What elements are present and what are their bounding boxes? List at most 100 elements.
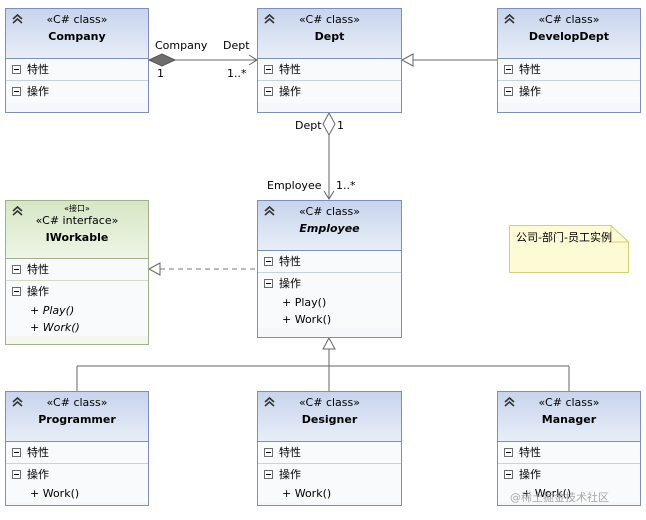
operations-section[interactable]: 操作 + Play() + Work()	[258, 273, 401, 328]
collapse-chevron-icon[interactable]	[263, 396, 276, 408]
realization-employee-iworkable	[147, 262, 257, 276]
operations-section[interactable]: 操作	[6, 81, 148, 103]
class-employee[interactable]: «C# class» Employee 特性 操作 + Play() + Wor…	[257, 200, 402, 338]
minus-icon[interactable]	[504, 65, 513, 74]
class-designer[interactable]: «C# class» Designer 特性 操作 + Work()	[257, 391, 402, 506]
minus-icon[interactable]	[504, 87, 513, 96]
operations-label: 操作	[27, 285, 49, 298]
collapse-chevron-icon[interactable]	[263, 205, 276, 217]
attributes-section[interactable]: 特性	[6, 259, 148, 281]
minus-icon[interactable]	[264, 257, 273, 266]
interface-iworkable[interactable]: «接口» «C# interface» IWorkable 特性 操作 + Pl…	[5, 200, 149, 345]
attributes-label: 特性	[27, 446, 49, 459]
class-name: IWorkable	[45, 231, 109, 244]
stereotype-label: «C# class»	[299, 396, 360, 409]
class-name: Company	[48, 30, 106, 43]
class-header: «C# class» Programmer	[6, 392, 148, 442]
generalization-developdept-dept	[400, 53, 497, 67]
class-developdept[interactable]: «C# class» DevelopDept 特性 操作	[497, 8, 641, 113]
collapse-chevron-icon[interactable]	[503, 396, 516, 408]
class-header: «C# class» Company	[6, 9, 148, 59]
attributes-section[interactable]: 特性	[258, 251, 401, 273]
watermark-text: @稀土掘金技术社区	[510, 491, 609, 504]
class-name: Programmer	[38, 413, 116, 426]
composition-company-dept	[147, 53, 258, 67]
multiplicity-dept-aggregation-label: 1	[337, 119, 344, 132]
stereotype-label: «C# class»	[46, 13, 108, 26]
role-employee-label: Employee	[267, 179, 322, 192]
operations-label: 操作	[279, 85, 301, 98]
aggregation-dept-employee	[322, 111, 336, 200]
attributes-section[interactable]: 特性	[498, 59, 640, 81]
stereotype-label: «C# class»	[538, 13, 600, 26]
operations-section[interactable]: 操作 + Work()	[498, 464, 640, 502]
attributes-label: 特性	[519, 446, 541, 459]
operation-member[interactable]: + Work()	[282, 313, 332, 326]
operations-section[interactable]: 操作 + Work()	[258, 464, 401, 502]
collapse-chevron-icon[interactable]	[11, 13, 24, 25]
operations-section[interactable]: 操作 + Work()	[6, 464, 148, 502]
class-dept[interactable]: «C# class» Dept 特性 操作	[257, 8, 402, 113]
note-comment[interactable]: 公司-部门-员工实例	[509, 225, 629, 273]
collapse-chevron-icon[interactable]	[11, 396, 24, 408]
stereotype-label: «C# class»	[538, 396, 600, 409]
minus-icon[interactable]	[12, 265, 21, 274]
role-dept-label: Dept	[223, 39, 250, 52]
minus-icon[interactable]	[504, 470, 513, 479]
operations-label: 操作	[27, 468, 49, 481]
operations-section[interactable]: 操作 + Play() + Work()	[6, 281, 148, 336]
operation-member[interactable]: + Play()	[30, 304, 75, 317]
class-programmer[interactable]: «C# class» Programmer 特性 操作 + Work()	[5, 391, 149, 506]
operation-member[interactable]: + Work()	[282, 487, 332, 500]
operations-section[interactable]: 操作	[258, 81, 401, 103]
class-name: DevelopDept	[528, 30, 610, 43]
note-text: 公司-部门-员工实例	[516, 231, 612, 244]
stereotype-label: «C# interface»	[35, 214, 119, 227]
minus-icon[interactable]	[12, 448, 21, 457]
minus-icon[interactable]	[12, 287, 21, 296]
attributes-label: 特性	[279, 255, 301, 268]
attributes-section[interactable]: 特性	[258, 59, 401, 81]
minus-icon[interactable]	[264, 87, 273, 96]
minus-icon[interactable]	[264, 448, 273, 457]
stereotype-label: «C# class»	[299, 205, 360, 218]
role-company-label: Company	[155, 39, 208, 52]
stereotype-label: «C# class»	[299, 13, 360, 26]
attributes-label: 特性	[279, 446, 301, 459]
attributes-section[interactable]: 特性	[6, 59, 148, 81]
minus-icon[interactable]	[264, 65, 273, 74]
minus-icon[interactable]	[12, 65, 21, 74]
operation-member[interactable]: + Work()	[30, 487, 80, 500]
operation-member[interactable]: + Play()	[282, 296, 327, 309]
stereotype-label: «接口»	[64, 204, 90, 213]
minus-icon[interactable]	[504, 448, 513, 457]
minus-icon[interactable]	[12, 87, 21, 96]
minus-icon[interactable]	[12, 470, 21, 479]
multiplicity-company-label: 1	[157, 67, 164, 80]
class-header: «C# class» DevelopDept	[498, 9, 640, 59]
minus-icon[interactable]	[264, 470, 273, 479]
attributes-label: 特性	[27, 263, 49, 276]
operation-member[interactable]: + Work()	[522, 487, 572, 500]
class-header: «C# class» Designer	[258, 392, 401, 442]
attributes-section[interactable]: 特性	[6, 442, 148, 464]
minus-icon[interactable]	[264, 279, 273, 288]
attributes-section[interactable]: 特性	[258, 442, 401, 464]
attributes-section[interactable]: 特性	[498, 442, 640, 464]
operations-label: 操作	[519, 468, 541, 481]
class-name: Dept	[314, 30, 345, 43]
operations-section[interactable]: 操作	[498, 81, 640, 103]
multiplicity-employee-label: 1..*	[336, 179, 356, 192]
collapse-chevron-icon[interactable]	[263, 13, 276, 25]
class-name: Designer	[301, 413, 358, 426]
operation-member[interactable]: + Work()	[30, 321, 80, 334]
attributes-label: 特性	[519, 63, 541, 76]
class-header: «C# class» Employee	[258, 201, 401, 251]
stereotype-label: «C# class»	[46, 396, 108, 409]
interface-header: «接口» «C# interface» IWorkable	[6, 201, 148, 259]
class-company[interactable]: «C# class» Company 特性 操作	[5, 8, 149, 113]
collapse-chevron-icon[interactable]	[503, 13, 516, 25]
collapse-chevron-icon[interactable]	[11, 205, 24, 217]
class-manager[interactable]: «C# class» Manager 特性 操作 + Work()	[497, 391, 641, 506]
